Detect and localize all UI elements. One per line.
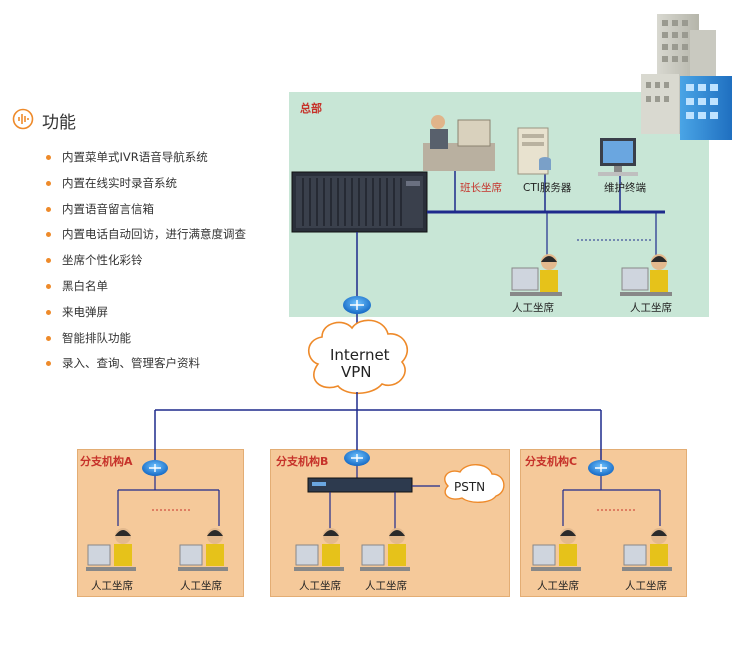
branch-b-agent-2-icon [360, 528, 410, 571]
hq-agent-2-icon [620, 254, 672, 296]
branch-c-agent-1-icon [531, 528, 581, 571]
cloud-label-vpn: VPN [341, 363, 372, 381]
feature-list: 内置菜单式IVR语音导航系统 内置在线实时录音系统 内置语音留言信箱 内置电话自… [44, 148, 246, 380]
hq-router-icon [343, 296, 371, 314]
sound-wave-icon [12, 108, 34, 130]
branch-c-agent-2-icon [622, 528, 672, 571]
feature-item: 智能排队功能 [44, 329, 246, 355]
cloud-label-internet: Internet [330, 346, 390, 364]
pbx-server-rack [291, 171, 428, 233]
feature-item: 内置菜单式IVR语音导航系统 [44, 148, 246, 174]
hq-agent-1-icon [510, 254, 562, 296]
features-title: 功能 [42, 113, 76, 133]
maintenance-terminal-icon [598, 138, 638, 176]
feature-item: 内置语音留言信箱 [44, 200, 246, 226]
hq-agent-2-label: 人工坐席 [630, 302, 672, 314]
branch-b-agent-1-icon [294, 528, 344, 571]
supervisor-desk-icon [423, 115, 495, 171]
internet-vpn-cloud [307, 319, 408, 395]
maintenance-terminal-label: 维护终端 [604, 182, 646, 194]
cti-server-icon [517, 127, 551, 175]
branch-b-agent-2-label: 人工坐席 [365, 580, 407, 592]
feature-item: 录入、查询、管理客户资料 [44, 354, 246, 380]
feature-item: 内置在线实时录音系统 [44, 174, 246, 200]
hq-agent-1-label: 人工坐席 [512, 302, 554, 314]
branch-a-agent-1-icon [86, 528, 136, 571]
branch-b-gateway-device [307, 477, 413, 493]
hq-label: 总部 [300, 102, 322, 115]
branch-a-label: 分支机构A [80, 455, 133, 468]
branch-c-router-icon [588, 460, 614, 476]
branch-b-label: 分支机构B [276, 455, 329, 468]
pstn-cloud [444, 464, 505, 503]
feature-item: 坐席个性化彩铃 [44, 251, 246, 277]
pstn-label: PSTN [454, 480, 486, 494]
branch-a-agent-2-icon [178, 528, 228, 571]
supervisor-label: 班长坐席 [460, 182, 502, 194]
branch-a-router-icon [142, 460, 168, 476]
branch-c-agent-2-label: 人工坐席 [625, 580, 667, 592]
branch-c-agent-1-label: 人工坐席 [537, 580, 579, 592]
feature-item: 来电弹屏 [44, 303, 246, 329]
cti-server-label: CTI服务器 [523, 182, 572, 194]
branch-b-router-icon [344, 450, 370, 466]
branch-b-agent-1-label: 人工坐席 [299, 580, 341, 592]
office-buildings-icon [641, 14, 732, 140]
branch-a-agent-2-label: 人工坐席 [180, 580, 222, 592]
branch-c-label: 分支机构C [525, 455, 578, 468]
feature-item: 黑白名单 [44, 277, 246, 303]
feature-item: 内置电话自动回访，进行满意度调查 [44, 225, 246, 251]
branch-a-agent-1-label: 人工坐席 [91, 580, 133, 592]
